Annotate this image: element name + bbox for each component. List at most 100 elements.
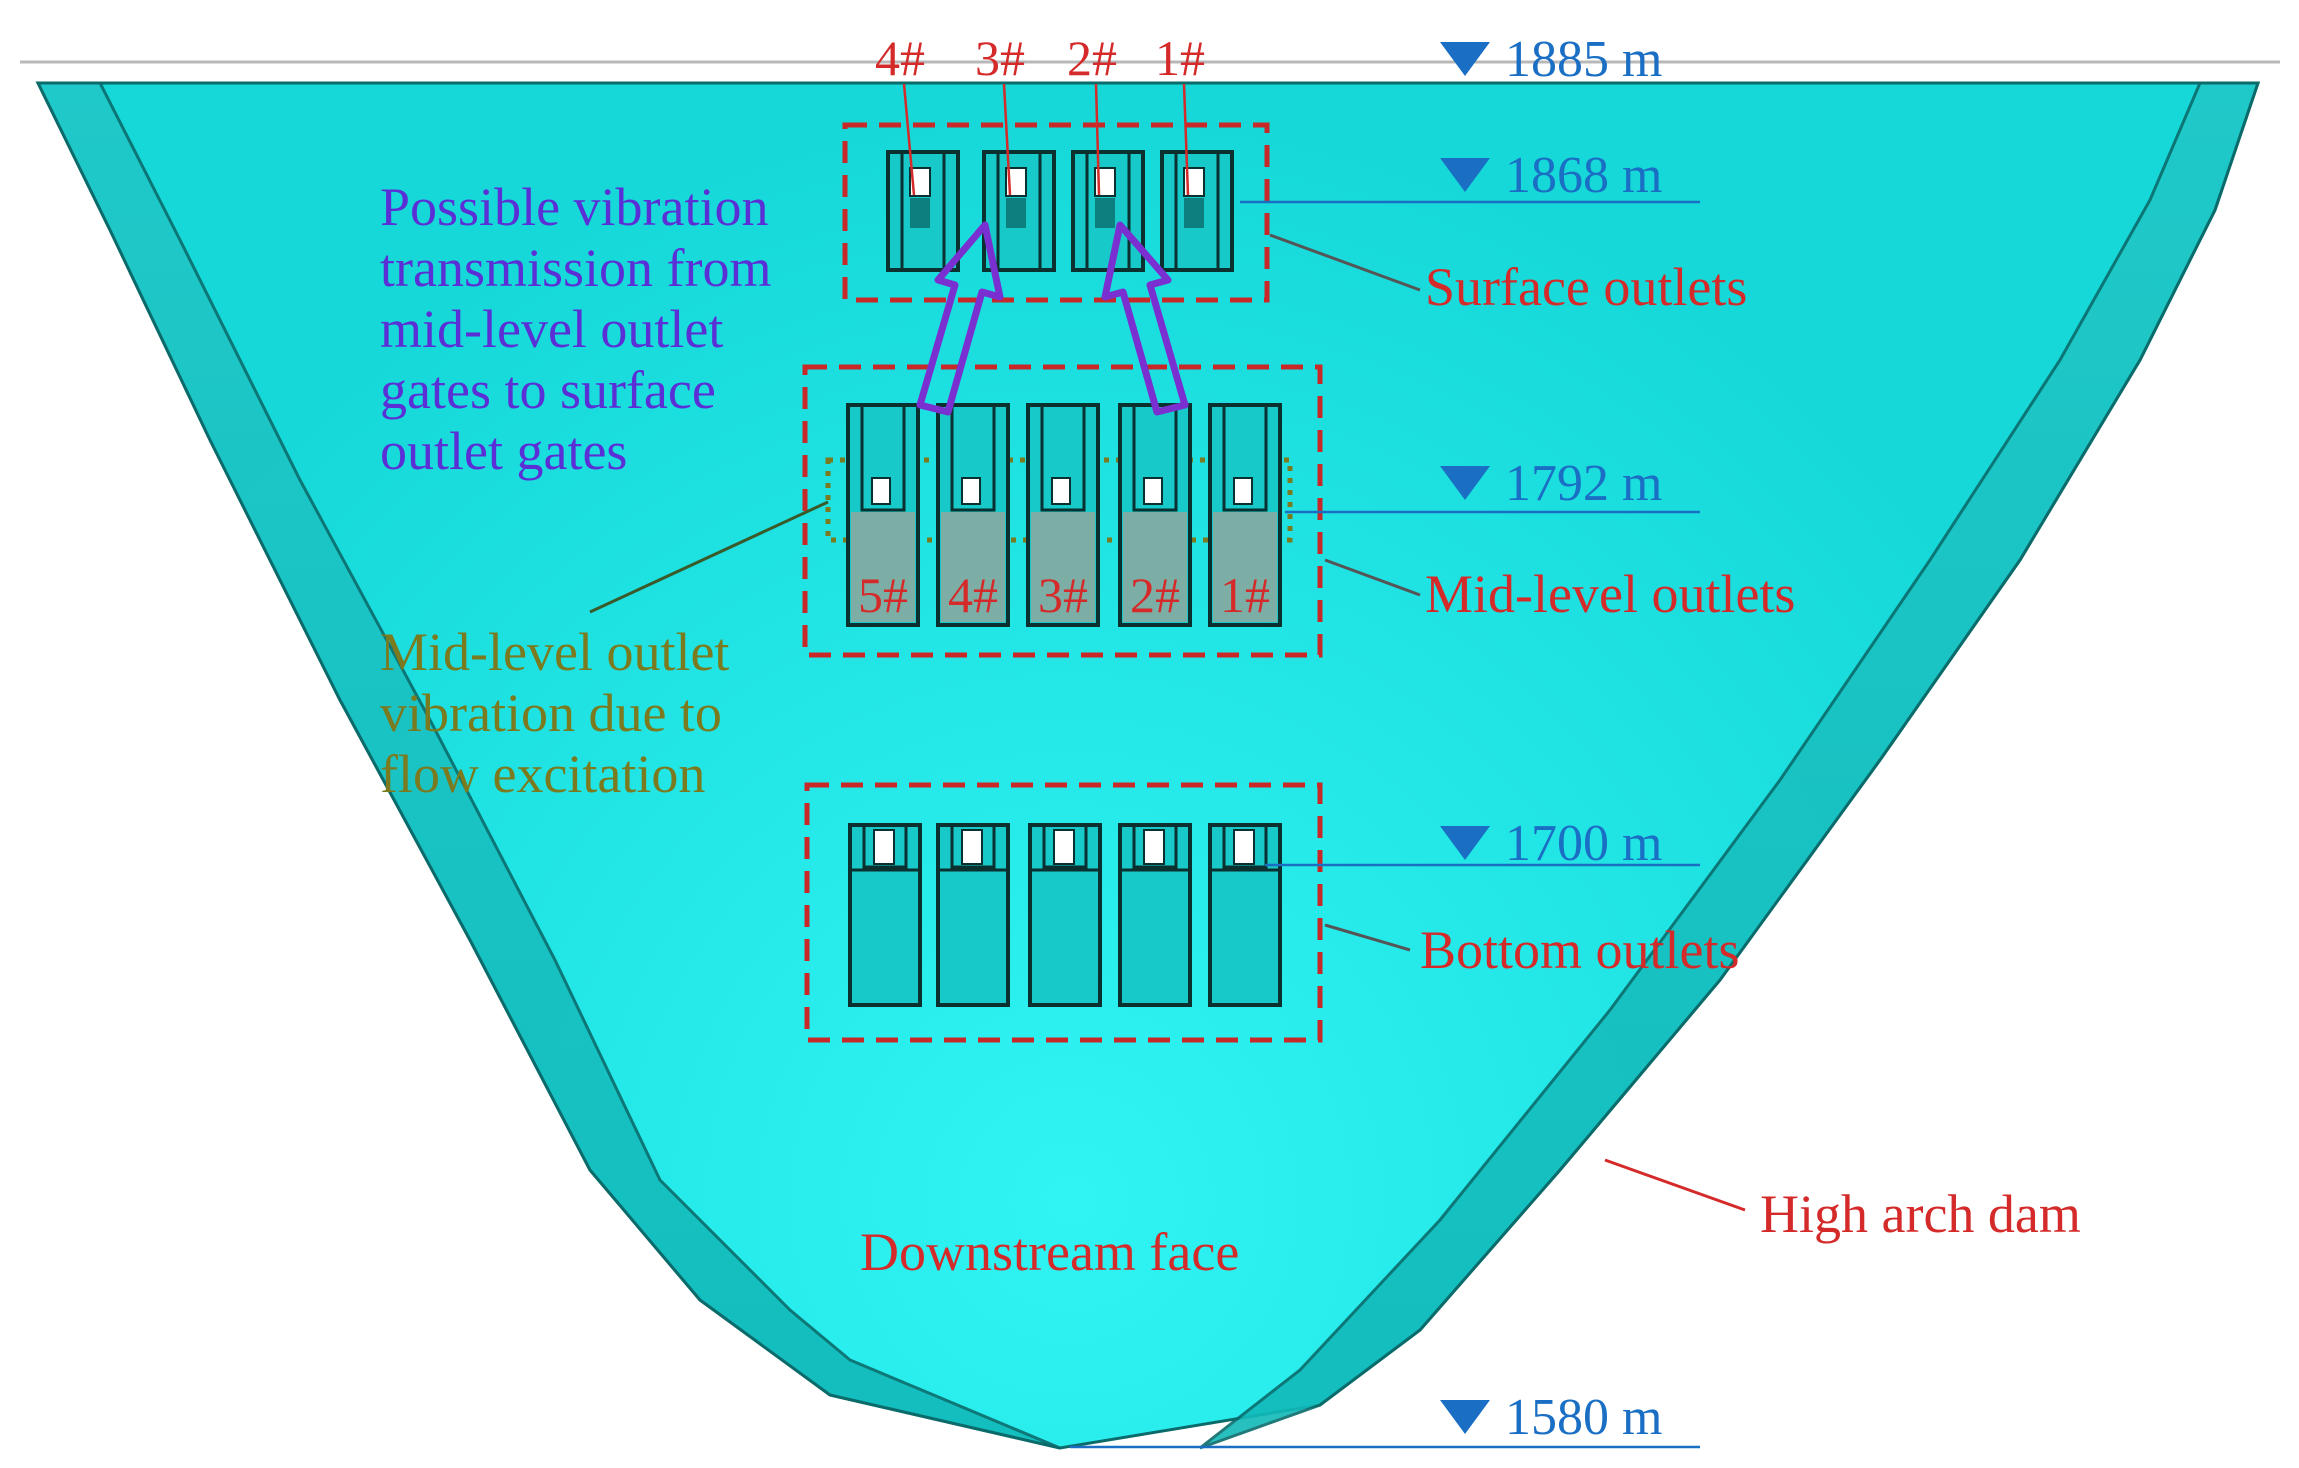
bottom-gate xyxy=(848,823,922,1007)
transmission-line-4: gates to surface xyxy=(380,360,716,420)
elevation-crest: 1885 m xyxy=(1440,31,1662,88)
surface-gate-shadow xyxy=(1184,198,1204,228)
excitation-line-2: vibration due to xyxy=(380,683,722,743)
transmission-line-1: Possible vibration xyxy=(380,177,769,237)
transmission-arrow-right xyxy=(1101,221,1189,416)
mid-gate-conduit xyxy=(1031,512,1095,622)
mid-gate xyxy=(846,403,920,627)
surface-gate-number: 3# xyxy=(975,30,1025,86)
mid-gate-leaf xyxy=(1051,477,1071,505)
bottom-gate xyxy=(1118,823,1192,1007)
bottom-gate-slot xyxy=(1222,823,1268,869)
surface-gate-shadow xyxy=(1006,198,1026,228)
mid-gate-leaf xyxy=(871,477,891,505)
surface-outlets-group xyxy=(842,122,1270,303)
bottom-outlets-label: Bottom outlets xyxy=(1420,920,1740,980)
mid-outlets-leader xyxy=(1324,558,1421,597)
excitation-line-3: flow excitation xyxy=(380,744,705,804)
surface-gate-shadow xyxy=(1095,198,1115,228)
mid-gate-conduit xyxy=(1123,512,1187,622)
triangle-down-icon xyxy=(1440,42,1490,76)
bottom-gate-leaf xyxy=(1233,829,1255,865)
mid-gate-leaf xyxy=(1143,477,1163,505)
bottom-gate xyxy=(936,823,1010,1007)
triangle-down-icon xyxy=(1440,158,1490,192)
mid-gate-conduit xyxy=(941,512,1005,622)
surface-gate-number: 2# xyxy=(1067,30,1117,86)
surface-gate-numbers: 4# 3# 2# 1# xyxy=(875,30,1205,196)
elevation-base-label: 1580 m xyxy=(1505,1389,1662,1446)
bottom-gate xyxy=(1028,823,1102,1007)
mid-gate-leaf xyxy=(961,477,981,505)
mid-gate xyxy=(1208,403,1282,627)
bottom-outlets-box xyxy=(804,782,1323,1043)
surface-outlets-label: Surface outlets xyxy=(1425,257,1747,317)
surface-gate-number-leader xyxy=(1182,83,1190,196)
surface-outlets-leader xyxy=(1269,233,1421,292)
surface-gate-number-leader xyxy=(902,83,916,196)
bottom-gate-slot xyxy=(1042,823,1088,869)
transmission-line-2: transmission from xyxy=(380,238,771,298)
surface-outlets-box xyxy=(842,122,1270,303)
transmission-line-3: mid-level outlet xyxy=(380,299,723,359)
mid-outlets-label: Mid-level outlets xyxy=(1425,564,1795,624)
mid-gate-slot xyxy=(1222,403,1268,512)
bottom-gate-slot xyxy=(862,823,908,869)
surface-gate xyxy=(1071,150,1145,272)
downstream-face-label: Downstream face xyxy=(860,1222,1239,1282)
bottom-gate xyxy=(1208,823,1282,1007)
left-abutment-face xyxy=(35,81,1061,1450)
surface-gate-slot xyxy=(900,150,946,272)
mid-gate-number: 5# xyxy=(858,567,908,623)
elevation-surface-label: 1868 m xyxy=(1505,147,1662,204)
dam-leader xyxy=(1604,1158,1746,1212)
surface-gate-number-leader xyxy=(1002,83,1012,196)
surface-gate-leaf xyxy=(909,167,931,197)
elevation-base: 1580 m xyxy=(1070,1389,1700,1449)
surface-gate-shadow xyxy=(910,198,930,228)
mid-gate-slot xyxy=(950,403,996,512)
mid-gate-number: 2# xyxy=(1130,567,1180,623)
bottom-gate-leaf xyxy=(1053,829,1075,865)
surface-gate-number-leader xyxy=(1094,83,1101,196)
dam-label: High arch dam xyxy=(1760,1184,2081,1244)
mid-gate-slot xyxy=(860,403,906,512)
transmission-arrow-left xyxy=(916,221,1004,416)
excitation-leader xyxy=(589,500,829,614)
bottom-outlets-leader xyxy=(1324,923,1411,952)
elevation-surface: 1868 m xyxy=(1240,147,1700,204)
mid-outlets-group xyxy=(802,364,1323,658)
mid-gate xyxy=(936,403,1010,627)
bottom-gate-slot xyxy=(950,823,996,869)
triangle-down-icon xyxy=(1440,826,1490,860)
bottom-gate-leaf xyxy=(1143,829,1165,865)
surface-gate-leaf xyxy=(1005,167,1027,197)
mid-gate-number: 1# xyxy=(1220,567,1270,623)
mid-gate-numbers: 5# 4# 3# 2# 1# xyxy=(858,567,1270,623)
triangle-down-icon xyxy=(1440,1400,1490,1434)
excitation-line-1: Mid-level outlet xyxy=(380,622,729,682)
mid-gate-slot xyxy=(1040,403,1086,512)
mid-gate xyxy=(1026,403,1100,627)
mid-gate-conduit xyxy=(1213,512,1277,622)
surface-gate xyxy=(1160,150,1234,272)
right-abutment-face xyxy=(1199,81,2261,1450)
transmission-line-5: outlet gates xyxy=(380,421,627,481)
mid-gate-leaf xyxy=(1233,477,1253,505)
mid-gate-number: 3# xyxy=(1038,567,1088,623)
elevation-mid-label: 1792 m xyxy=(1505,455,1662,512)
excitation-annotation: Mid-level outlet vibration due to flow e… xyxy=(380,622,743,804)
surface-gate-number: 1# xyxy=(1155,30,1205,86)
elevation-mid: 1792 m xyxy=(1285,455,1700,514)
triangle-down-icon xyxy=(1440,466,1490,500)
surface-gate-number: 4# xyxy=(875,30,925,86)
bottom-gate-leaf xyxy=(961,829,983,865)
bottom-outlets-group xyxy=(804,782,1323,1043)
mid-gate-number: 4# xyxy=(948,567,998,623)
surface-gate xyxy=(886,150,960,272)
mid-gate xyxy=(1118,403,1192,627)
bottom-gate-leaf xyxy=(873,829,895,865)
mid-gate-conduit xyxy=(851,512,915,622)
elevation-bottom: 1700 m xyxy=(1265,815,1700,872)
